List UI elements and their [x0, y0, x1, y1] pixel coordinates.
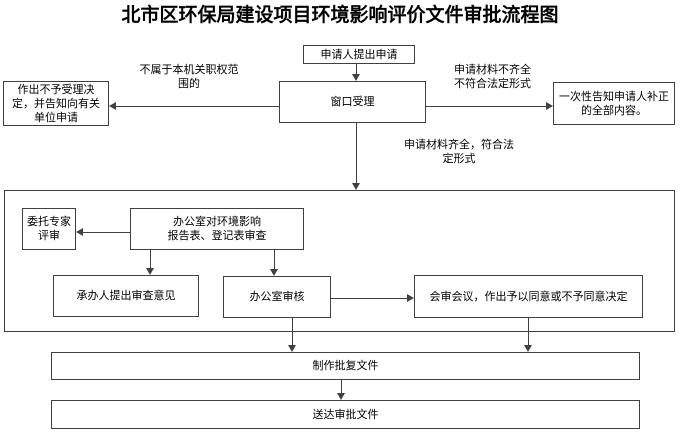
arrow-apply-to-window-line: [356, 63, 357, 75]
process-container-box: [4, 190, 675, 332]
arrow-window-to-process-line: [356, 123, 357, 184]
arrow-review-to-expert-line: [83, 232, 130, 233]
arrow-check-to-reply-line: [292, 318, 293, 346]
edge-label-not-in-authority: 不属于本机关职权范 围的: [139, 63, 239, 90]
node-window-acceptance: 窗口受理: [279, 81, 426, 123]
arrow-check-to-meeting-head: [407, 294, 414, 302]
arrow-window-to-supplement-line: [426, 106, 546, 107]
arrow-apply-to-window-head: [352, 74, 360, 81]
edge-label-materials-incomplete: 申请材料不齐全 不符合法定形式: [454, 63, 531, 90]
arrow-meeting-to-reply-head: [524, 345, 532, 352]
arrow-review-to-expert-head: [76, 228, 83, 236]
arrow-review-to-check-line: [274, 250, 275, 270]
arrow-review-to-undertaker-head: [146, 268, 154, 275]
node-reject-decision: 作出不予受理决 定，并告知向有关 单位申请: [3, 81, 109, 126]
arrow-check-to-reply-head: [288, 345, 296, 352]
node-notify-supplement: 一次性告知申请人补正 的全部内容。: [553, 82, 675, 125]
node-applicant-submit: 申请人提出申请: [303, 45, 415, 64]
node-deliver-document: 送达审批文件: [51, 400, 640, 429]
node-undertaker-opinion: 承办人提出审查意见: [53, 275, 199, 317]
arrow-window-to-supplement-head: [546, 102, 553, 110]
arrow-reply-to-deliver-line: [341, 380, 342, 394]
node-office-check: 办公室审核: [223, 276, 331, 318]
arrow-meeting-to-reply-line: [528, 318, 529, 346]
arrow-window-to-reject-line: [116, 106, 279, 107]
node-joint-meeting: 会审会议，作出予以同意或不予同意决定: [414, 275, 643, 318]
arrow-review-to-undertaker-line: [150, 250, 151, 269]
arrow-review-to-check-head: [270, 269, 278, 276]
arrow-window-to-process-head: [352, 183, 360, 190]
node-make-reply-document: 制作批复文件: [51, 352, 640, 380]
arrow-window-to-reject-head: [109, 102, 116, 110]
node-expert-review: 委托专家 评审: [22, 208, 76, 250]
edge-label-materials-complete: 申请材料齐全，符合法 定形式: [404, 138, 514, 165]
page-title: 北市区环保局建设项目环境影响评价文件审批流程图: [121, 4, 559, 26]
arrow-check-to-meeting-line: [331, 298, 407, 299]
node-office-review: 办公室对环境影响 报告表、登记表审查: [130, 208, 304, 250]
arrow-reply-to-deliver-head: [337, 393, 345, 400]
